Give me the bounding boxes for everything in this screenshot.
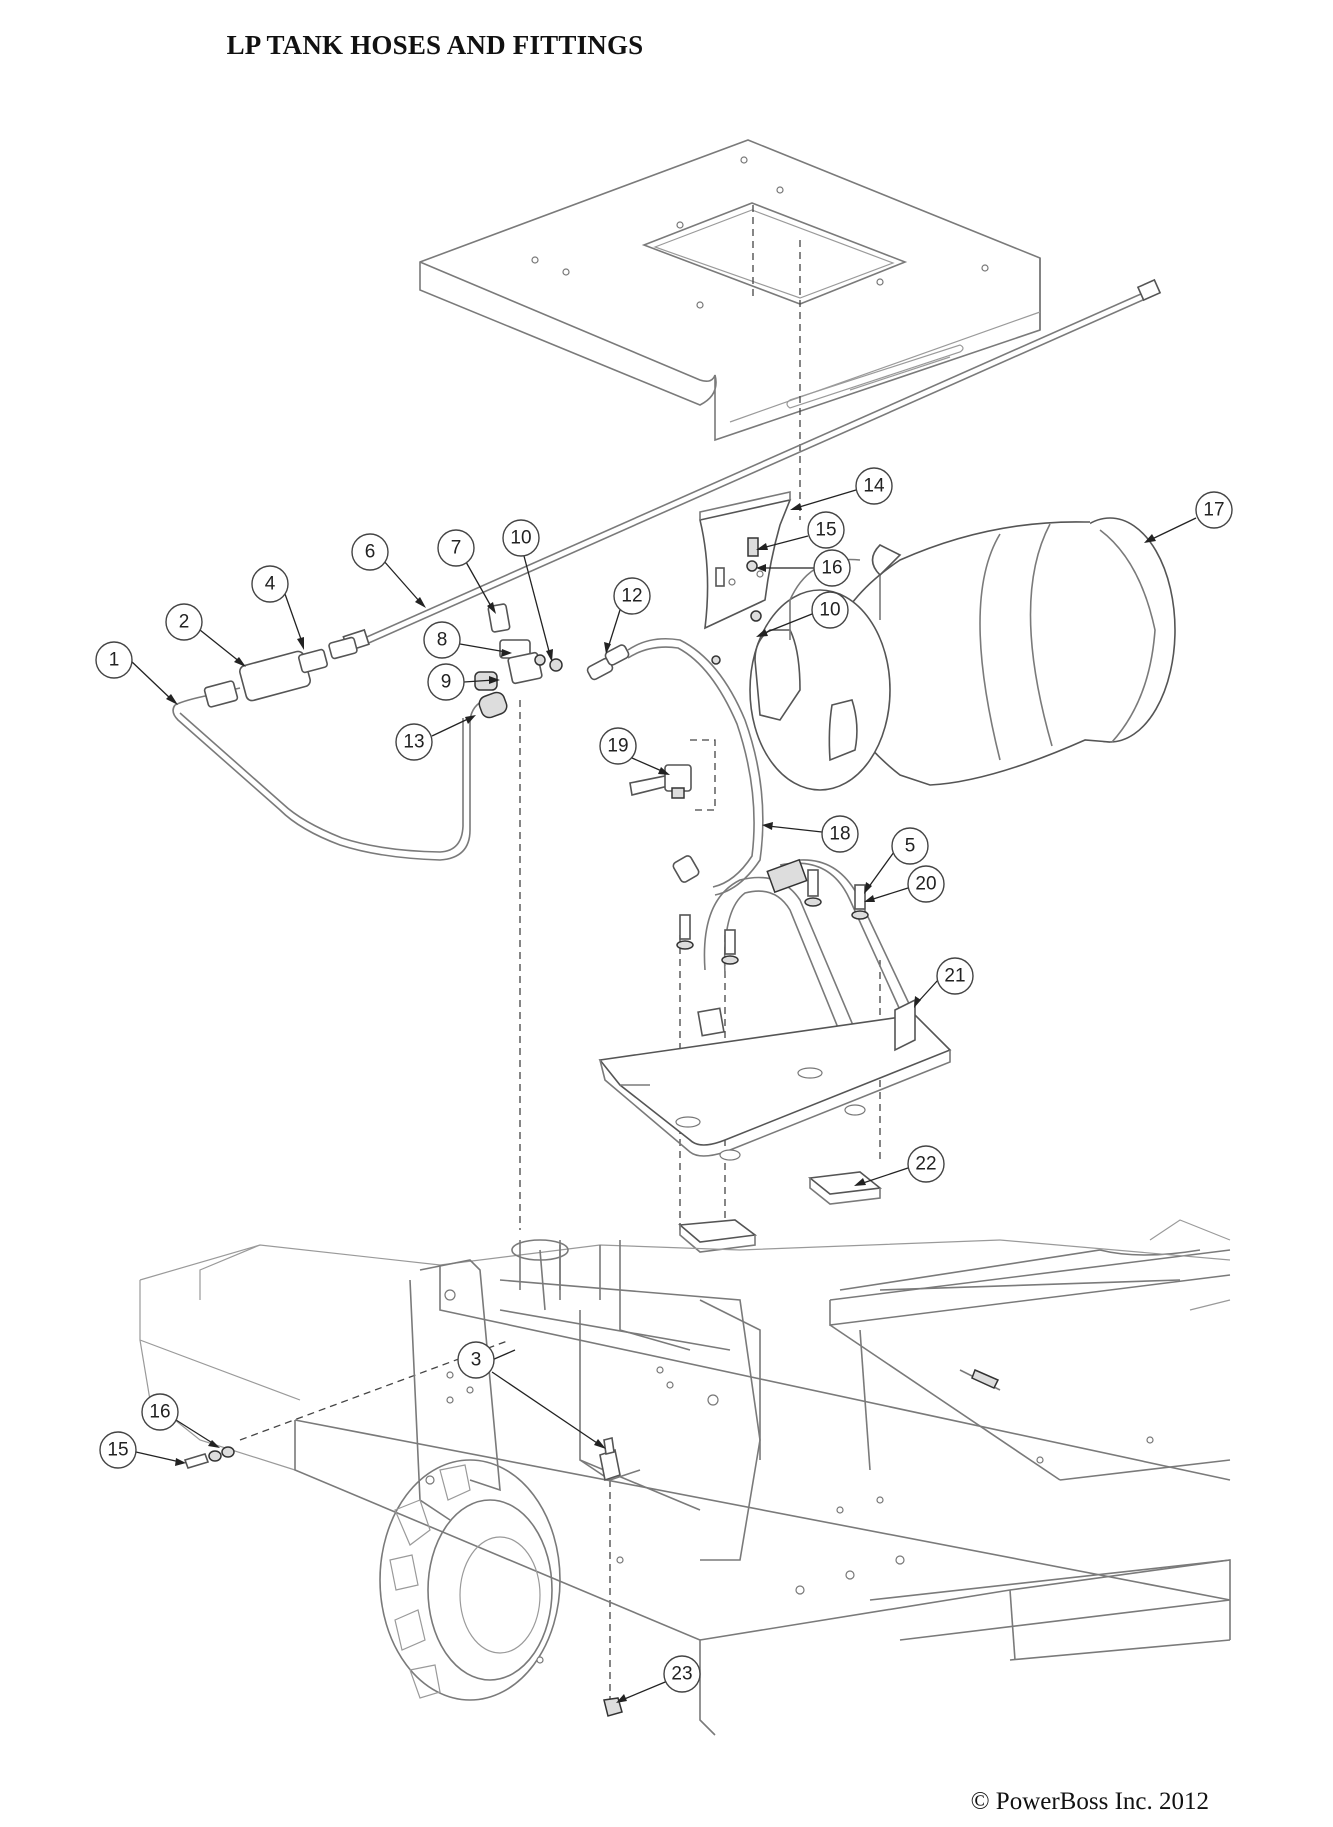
callout-17: 17 xyxy=(1144,491,1233,543)
callout-6: 6 xyxy=(351,533,426,608)
callout-21: 21 xyxy=(914,957,974,1008)
svg-text:15: 15 xyxy=(107,1440,128,1461)
spacer-blocks xyxy=(678,1171,882,1253)
callout-2: 2 xyxy=(165,603,246,667)
svg-text:16: 16 xyxy=(821,558,842,579)
svg-text:17: 17 xyxy=(1203,500,1224,521)
diagram-title: LP TANK HOSES AND FITTINGS xyxy=(226,30,644,60)
callout-10-lower: 10 xyxy=(756,591,849,637)
fittings-cluster xyxy=(474,603,764,896)
svg-text:3: 3 xyxy=(471,1350,482,1371)
shutoff-valve xyxy=(629,764,692,799)
callout-15-lower: 15 xyxy=(99,1431,186,1469)
callouts: 1 2 3 4 xyxy=(95,467,1233,1703)
filter-assembly xyxy=(172,636,508,861)
svg-text:8: 8 xyxy=(437,630,448,651)
svg-text:16: 16 xyxy=(149,1402,170,1423)
svg-text:14: 14 xyxy=(863,476,885,497)
callout-14: 14 xyxy=(790,467,893,510)
callout-5: 5 xyxy=(864,827,929,894)
svg-text:19: 19 xyxy=(607,736,628,757)
lp-tank xyxy=(749,517,1176,791)
svg-text:9: 9 xyxy=(441,672,452,693)
callout-3: 3 xyxy=(457,1341,606,1449)
callout-16-upper: 16 xyxy=(756,549,851,587)
svg-text:15: 15 xyxy=(815,520,836,541)
svg-text:2: 2 xyxy=(179,612,190,633)
callout-10-upper: 10 xyxy=(502,519,553,662)
svg-text:22: 22 xyxy=(915,1154,936,1175)
top-cover-plate xyxy=(419,139,1041,442)
svg-text:10: 10 xyxy=(510,528,531,549)
callout-9: 9 xyxy=(427,663,500,701)
svg-text:6: 6 xyxy=(365,542,376,563)
svg-text:20: 20 xyxy=(915,874,936,895)
svg-text:5: 5 xyxy=(905,836,916,857)
callout-16-lower: 16 xyxy=(141,1393,220,1448)
svg-text:18: 18 xyxy=(829,824,850,845)
callout-4: 4 xyxy=(251,565,304,650)
svg-text:21: 21 xyxy=(944,966,965,987)
tank-cradle xyxy=(598,858,952,1161)
svg-text:7: 7 xyxy=(451,538,462,559)
tank-bracket xyxy=(699,491,792,665)
callout-15-upper: 15 xyxy=(756,511,845,550)
callout-8: 8 xyxy=(423,621,512,659)
svg-text:1: 1 xyxy=(109,650,120,671)
callout-20: 20 xyxy=(864,865,945,903)
callout-22: 22 xyxy=(854,1145,945,1186)
svg-text:10: 10 xyxy=(819,600,840,621)
callout-19: 19 xyxy=(599,727,670,775)
callout-13: 13 xyxy=(395,715,476,761)
alignment-lines xyxy=(239,205,881,1710)
callout-12: 12 xyxy=(604,577,651,654)
callout-18: 18 xyxy=(762,815,859,853)
svg-text:4: 4 xyxy=(265,574,276,595)
callout-23: 23 xyxy=(616,1655,701,1703)
svg-text:12: 12 xyxy=(621,586,642,607)
callout-7: 7 xyxy=(437,529,496,614)
svg-text:13: 13 xyxy=(403,732,424,753)
svg-text:23: 23 xyxy=(671,1664,692,1685)
copyright-notice: © PowerBoss Inc. 2012 xyxy=(970,1788,1209,1815)
machine-chassis xyxy=(139,1219,1231,1736)
callout-1: 1 xyxy=(95,641,178,705)
